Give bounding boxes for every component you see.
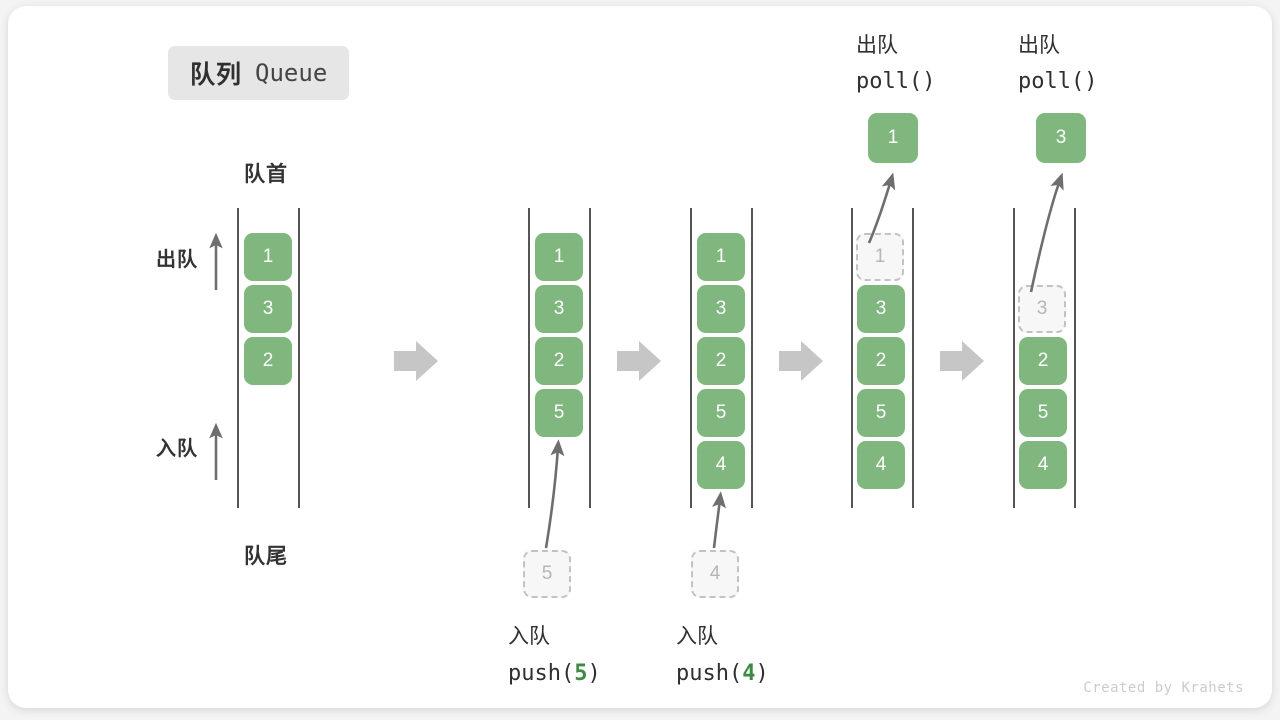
queue-rail-right-col4 xyxy=(912,208,914,508)
poll-caption-2-cn: 出队 xyxy=(1018,34,1060,57)
poll-caption-1-cn: 出队 xyxy=(856,34,898,57)
queue-rail-left-col5 xyxy=(1013,208,1015,508)
queue-tail-label: 队尾 xyxy=(244,545,288,568)
queue-cell: 2 xyxy=(697,337,745,385)
queue-rail-left-col2 xyxy=(528,208,530,508)
queue-cell-new: 5 xyxy=(535,389,583,437)
diagram-card xyxy=(8,6,1272,708)
queue-cell: 1 xyxy=(535,233,583,281)
queue-rail-right-col5 xyxy=(1074,208,1076,508)
title-en: Queue xyxy=(255,59,328,87)
push-4-code-open: push( xyxy=(676,661,743,686)
push-5-code-open: push( xyxy=(508,661,575,686)
queue-cell: 5 xyxy=(1019,389,1067,437)
queue-cell: 1 xyxy=(244,233,292,281)
queue-cell: 2 xyxy=(1019,337,1067,385)
queue-head-label: 队首 xyxy=(244,163,288,186)
push-5-caption-cn: 入队 xyxy=(508,625,550,648)
push-4-code-close: ) xyxy=(755,661,769,686)
removed-ghost-cell: 3 xyxy=(1018,285,1066,333)
incoming-ghost-cell: 4 xyxy=(691,550,739,598)
push-5-code-value: 5 xyxy=(574,661,588,686)
title-badge: 队列 Queue xyxy=(168,46,350,100)
queue-cell: 2 xyxy=(535,337,583,385)
queue-rail-right-col1 xyxy=(298,208,300,508)
push-4-code-value: 4 xyxy=(742,661,756,686)
queue-rail-right-col3 xyxy=(751,208,753,508)
polled-value-cell: 1 xyxy=(868,113,918,163)
queue-rail-left-col1 xyxy=(237,208,239,508)
push-4-caption: 入队 push(4) xyxy=(676,618,769,692)
poll-caption-2: 出队 poll() xyxy=(1018,28,1097,100)
queue-rail-right-col2 xyxy=(589,208,591,508)
queue-cell: 4 xyxy=(1019,441,1067,489)
queue-cell: 3 xyxy=(857,285,905,333)
push-4-caption-code: push(4) xyxy=(676,655,769,692)
poll-caption-2-code: poll() xyxy=(1018,69,1098,94)
title-cn: 队列 xyxy=(190,61,243,89)
credit-text: Created by Krahets xyxy=(1083,680,1244,696)
push-5-code-close: ) xyxy=(587,661,601,686)
queue-cell: 5 xyxy=(697,389,745,437)
poll-caption-1: 出队 poll() xyxy=(856,28,935,100)
enqueue-direction-label: 入队 xyxy=(156,438,198,460)
queue-cell: 5 xyxy=(857,389,905,437)
queue-rail-left-col3 xyxy=(690,208,692,508)
queue-cell: 2 xyxy=(857,337,905,385)
queue-cell: 3 xyxy=(697,285,745,333)
queue-cell: 4 xyxy=(857,441,905,489)
queue-cell: 1 xyxy=(697,233,745,281)
polled-value-cell: 3 xyxy=(1036,113,1086,163)
queue-cell-new: 4 xyxy=(697,441,745,489)
removed-ghost-cell: 1 xyxy=(856,233,904,281)
poll-caption-1-code: poll() xyxy=(856,69,936,94)
queue-cell: 2 xyxy=(244,337,292,385)
queue-cell: 3 xyxy=(244,285,292,333)
dequeue-direction-label: 出队 xyxy=(156,249,198,271)
incoming-ghost-cell: 5 xyxy=(523,550,571,598)
push-5-caption: 入队 push(5) xyxy=(508,618,601,692)
queue-cell: 3 xyxy=(535,285,583,333)
queue-rail-left-col4 xyxy=(851,208,853,508)
push-5-caption-code: push(5) xyxy=(508,655,601,692)
push-4-caption-cn: 入队 xyxy=(676,625,718,648)
